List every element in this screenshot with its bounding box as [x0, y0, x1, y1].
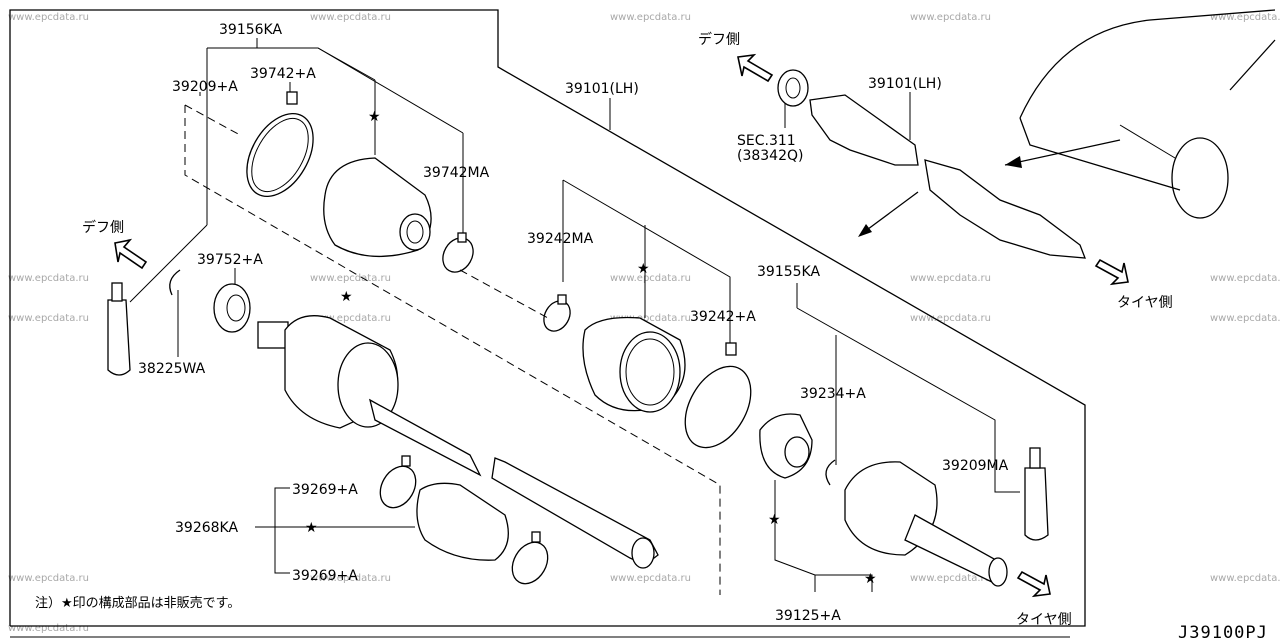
direction-label-tire: タイヤ側 — [1016, 612, 1072, 628]
arrow-tire-side-right — [1094, 258, 1129, 286]
watermark: www.epcdata.ru — [910, 573, 991, 584]
direction-label-diff-inset: デフ側 — [698, 31, 740, 48]
watermark: www.epcdata.ru — [910, 273, 991, 284]
watermark: www.epcdata.ru — [610, 573, 691, 584]
watermark: www.epcdata.ru — [310, 273, 391, 284]
part-label-39234A: 39234+A — [800, 386, 866, 402]
watermark: www.epcdata.ru — [310, 12, 391, 23]
section-ref: SEC.311 — [737, 133, 796, 149]
seal-ring — [213, 283, 251, 333]
part-label-39269A-top: 39269+A — [292, 482, 358, 498]
star-icon: ★ — [637, 261, 650, 277]
watermark: www.epcdata.ru — [1210, 313, 1280, 324]
band-39242MA — [543, 294, 571, 332]
boot-repair-kit — [416, 482, 509, 561]
watermark: www.epcdata.ru — [8, 573, 89, 584]
watermark: www.epcdata.ru — [610, 12, 691, 23]
boot-band-large — [246, 91, 314, 198]
watermark: www.epcdata.ru — [8, 313, 89, 324]
watermark: www.epcdata.ru — [610, 273, 691, 284]
arrow-diff-side-top — [737, 53, 774, 83]
leader-lines — [129, 38, 1020, 592]
watermark: www.epcdata.ru — [310, 573, 391, 584]
part-label-39242A: 39242+A — [690, 309, 756, 325]
part-label-38225WA: 38225WA — [138, 361, 206, 377]
star-icon: ★ — [864, 571, 877, 587]
part-label-39268KA: 39268KA — [175, 520, 238, 536]
part-label-39156KA: 39156KA — [219, 22, 282, 38]
boot-band-39242A — [684, 342, 752, 449]
star-markers: ★ ★ ★ ★ ★ ★ — [305, 109, 877, 587]
footnote: 注）★印の構成部品は非販売です。 — [35, 595, 240, 611]
watermark-layer: www.epcdata.ru www.epcdata.ru www.epcdat… — [8, 12, 1280, 634]
inset-vehicle-view — [777, 9, 1276, 259]
star-icon: ★ — [368, 109, 381, 125]
watermark: www.epcdata.ru — [1210, 12, 1280, 23]
section-ref-number: (38342Q) — [737, 148, 803, 164]
part-label-39155KA: 39155KA — [757, 264, 820, 280]
snap-ring-left — [169, 269, 181, 296]
star-icon: ★ — [340, 289, 353, 305]
watermark: www.epcdata.ru — [1210, 573, 1280, 584]
boot-diff-side — [323, 157, 432, 258]
grease-tube-right — [1024, 447, 1049, 541]
part-label-39125A: 39125+A — [775, 608, 841, 624]
watermark: www.epcdata.ru — [8, 273, 89, 284]
part-label-39101LH: 39101(LH) — [565, 81, 639, 97]
diagram-code: J39100PJ — [1178, 623, 1268, 640]
boot-band-bottom-2 — [511, 531, 549, 585]
boot-band-bottom — [379, 455, 417, 509]
watermark: www.epcdata.ru — [910, 12, 991, 23]
arrow-diff-side-left — [114, 238, 148, 270]
inner-race-ball-cage — [759, 413, 813, 479]
outer-joint — [844, 461, 1008, 587]
watermark: www.epcdata.ru — [910, 313, 991, 324]
direction-label-diff: デフ側 — [82, 219, 124, 236]
part-label-39209MA: 39209MA — [942, 458, 1009, 474]
part-label-39269A-bottom: 39269+A — [292, 568, 358, 584]
boot-wheel-side — [582, 316, 686, 413]
part-label-39242MA: 39242MA — [527, 231, 594, 247]
watermark: www.epcdata.ru — [1210, 273, 1280, 284]
star-icon: ★ — [305, 520, 318, 536]
part-label-39742MA: 39742MA — [423, 165, 490, 181]
part-label-39752A: 39752+A — [197, 252, 263, 268]
inner-joint-housing — [257, 315, 482, 477]
shaft — [491, 457, 659, 569]
star-icon: ★ — [768, 512, 781, 528]
part-label-39742A: 39742+A — [250, 66, 316, 82]
assembly-guides — [184, 104, 721, 595]
watermark: www.epcdata.ru — [8, 12, 89, 23]
watermark: www.epcdata.ru — [8, 623, 89, 634]
labels: 39156KA 39742+A 39209+A 39101(LH) 39742M… — [35, 22, 1268, 640]
circlip — [825, 459, 836, 486]
boot-band-small — [442, 232, 474, 273]
part-label-39209A: 39209+A — [172, 79, 238, 95]
watermark: www.epcdata.ru — [610, 313, 691, 324]
assembly-frame — [9, 9, 1086, 638]
part-label-39101LH-inset: 39101(LH) — [868, 76, 942, 92]
arrow-tire-side-bottom — [1016, 570, 1051, 598]
grease-tube-left — [107, 282, 131, 376]
watermark: www.epcdata.ru — [310, 313, 391, 324]
direction-label-tire-inset: タイヤ側 — [1117, 295, 1173, 311]
